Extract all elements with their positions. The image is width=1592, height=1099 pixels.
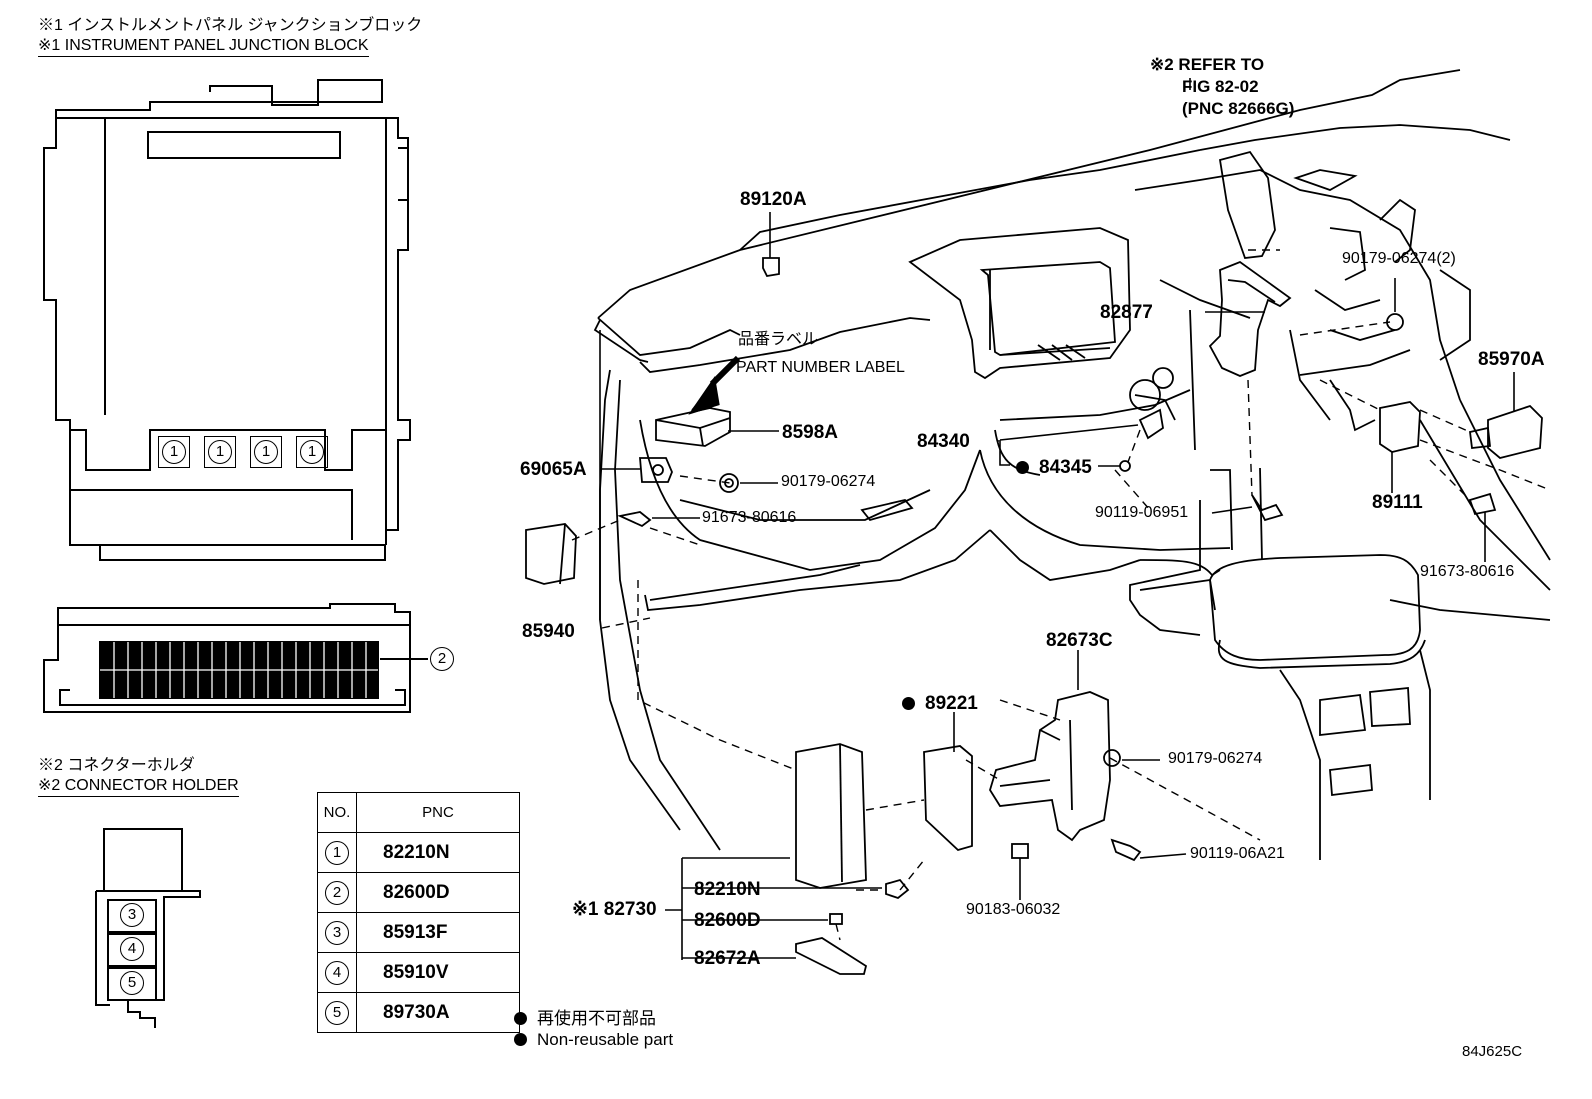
connector-slot: 1: [204, 436, 236, 468]
junction-block-title-en: ※1 INSTRUMENT PANEL JUNCTION BLOCK: [38, 38, 369, 57]
table-row: 1 82210N: [317, 832, 520, 873]
item-marker: 5: [120, 971, 144, 995]
table-cell-pnc: 85910V: [356, 952, 520, 993]
part-number-label-en: PART NUMBER LABEL: [736, 359, 905, 376]
table-header-no: NO.: [317, 792, 357, 833]
table-header-row: NO. PNC: [317, 792, 520, 833]
junction-block-side-drawing: [43, 603, 428, 713]
legend-jp: 再使用不可部品: [514, 1004, 656, 1029]
item-marker: 3: [120, 903, 144, 927]
part-callout: ※1 82730: [572, 899, 657, 920]
table-cell-no: 3: [317, 912, 357, 953]
part-callout: 90119-06951: [1095, 504, 1189, 521]
legend-jp-text: 再使用不可部品: [537, 1009, 656, 1028]
connector-holder-drawing: [95, 828, 201, 1028]
part-callout: 90179-06274: [1168, 750, 1263, 767]
row-number: 3: [325, 920, 349, 945]
part-callout: 89111: [1372, 492, 1423, 513]
non-reusable-dot: [514, 1012, 527, 1025]
junction-block-title-jp: ※1 インストルメントパネル ジャンクションブロック: [38, 17, 423, 34]
diagram-code: 84J625C: [1462, 1043, 1523, 1060]
part-callout: 69065A: [520, 459, 587, 480]
part-callout: 91673-80616: [702, 509, 797, 526]
part-callout-text: 84345: [1039, 457, 1092, 478]
refer-to-line3: (PNC 82666G): [1182, 99, 1295, 118]
row-number: 2: [325, 880, 349, 905]
item-marker-connector: 2: [430, 647, 454, 671]
row-number: 4: [325, 960, 349, 985]
item-marker: 1: [254, 440, 278, 464]
part-callout: 85970A: [1478, 349, 1545, 370]
part-callout: 85940: [522, 621, 575, 642]
part-callout: 91673-80616: [1420, 563, 1515, 580]
part-callout: 90179-06274(2): [1342, 250, 1456, 267]
table-row: 2 82600D: [317, 872, 520, 913]
legend-en: Non-reusable part: [514, 1030, 673, 1050]
part-callout: 82600D: [694, 910, 761, 931]
junction-block-connectors: 1 1 1 1: [158, 436, 328, 468]
pnc-table: NO. PNC 1 82210N 2 82600D 3 85913F 4 859…: [317, 792, 520, 1033]
part-callout-text: 89221: [925, 693, 978, 714]
part-callout: 82673C: [1046, 630, 1113, 651]
connector-holder-title-en: ※2 CONNECTOR HOLDER: [38, 778, 239, 797]
part-callout: 82672A: [694, 948, 761, 969]
item-marker: 4: [120, 937, 144, 961]
part-callout: 90119-06A21: [1190, 845, 1285, 862]
table-cell-no: 1: [317, 832, 357, 873]
table-row: 3 85913F: [317, 912, 520, 953]
item-marker: 1: [208, 440, 232, 464]
part-callout: 8598A: [782, 422, 838, 443]
connector-slot: 1: [158, 436, 190, 468]
non-reusable-dot: [1016, 461, 1029, 474]
leader-lines: [599, 78, 1515, 960]
refer-to-line1: ※2 REFER TO: [1150, 55, 1265, 74]
legend-en-text: Non-reusable part: [537, 1030, 674, 1049]
part-callout: 90183-06032: [966, 901, 1061, 918]
refer-to-line2: FIG 82-02: [1182, 77, 1259, 96]
part-shapes: [525, 150, 1543, 975]
part-callout: 90179-06274: [781, 473, 876, 490]
connector-slot: 1: [250, 436, 282, 468]
connector-slot: 1: [296, 436, 328, 468]
table-row: 4 85910V: [317, 952, 520, 993]
table-cell-pnc: 89730A: [356, 992, 520, 1033]
junction-block-drawing: [43, 79, 411, 561]
part-callout: 82210N: [694, 879, 761, 900]
part-callout: 89120A: [740, 189, 807, 210]
connector-holder-title-jp: ※2 コネクターホルダ: [38, 757, 195, 774]
non-reusable-dot: [514, 1033, 527, 1046]
part-callout: 84345: [1016, 458, 1092, 477]
table-row: 5 89730A: [317, 992, 520, 1033]
item-marker: 1: [300, 440, 324, 464]
table-cell-no: 4: [317, 952, 357, 993]
row-number: 1: [325, 840, 349, 865]
part-callout: 82877: [1100, 302, 1153, 323]
part-callout: 89221: [902, 694, 978, 713]
table-cell-no: 2: [317, 872, 357, 913]
table-cell-pnc: 82210N: [356, 832, 520, 873]
part-callout: 84340: [917, 431, 970, 452]
table-cell-pnc: 85913F: [356, 912, 520, 953]
table-cell-pnc: 82600D: [356, 872, 520, 913]
dashboard-drawing: [593, 69, 1551, 860]
table-header-pnc: PNC: [356, 792, 520, 833]
row-number: 5: [325, 1000, 349, 1025]
dashed-lines: [571, 249, 1551, 941]
part-number-label-jp: 品番ラベル: [738, 331, 819, 348]
non-reusable-dot: [902, 697, 915, 710]
table-cell-no: 5: [317, 992, 357, 1033]
item-marker: 1: [162, 440, 186, 464]
